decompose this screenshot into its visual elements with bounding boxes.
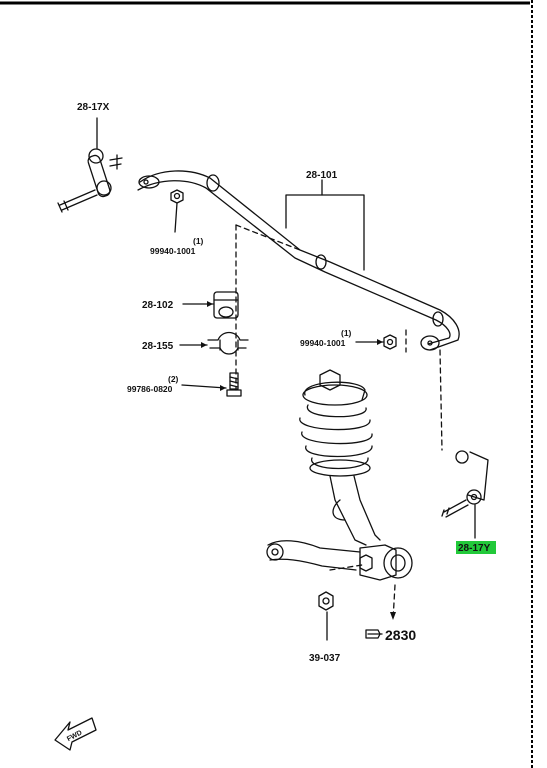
nut-left	[170, 189, 184, 233]
label-bolt-qty: (2)	[168, 374, 179, 384]
label-28-155: 28-155	[142, 341, 174, 352]
strut-assembly	[299, 369, 381, 546]
bracket	[179, 331, 249, 355]
label-28-17Y: 28-17Y	[458, 543, 491, 554]
label-99940-1001-right: 99940-1001	[300, 338, 346, 348]
lower-nut	[318, 591, 334, 641]
fwd-arrow-icon	[54, 717, 97, 751]
lower-arm	[266, 540, 413, 581]
reference-hand-icon	[365, 629, 383, 639]
label-28-102: 28-102	[142, 300, 174, 311]
label-28-17X: 28-17X	[77, 102, 110, 113]
highlight-28-17Y	[456, 541, 496, 554]
nut-right	[355, 334, 397, 350]
stabilizer-link-right	[441, 450, 489, 539]
stabilizer-link-left	[57, 117, 123, 213]
label-39-037: 39-037	[309, 653, 341, 664]
label-99786-0820: 99786-0820	[127, 384, 173, 394]
label-99940-1001-left: 99940-1001	[150, 246, 196, 256]
bolt	[181, 372, 242, 397]
label-ref-2830: 2830	[385, 627, 416, 643]
stabilizer-bar	[137, 170, 460, 351]
leader-arrowheads	[201, 301, 396, 620]
label-28-101: 28-101	[306, 170, 338, 181]
bushing	[182, 291, 239, 319]
label-nut-left-qty: (1)	[193, 236, 204, 246]
dashed-leaders	[235, 224, 443, 621]
label-nut-right-qty: (1)	[341, 328, 352, 338]
